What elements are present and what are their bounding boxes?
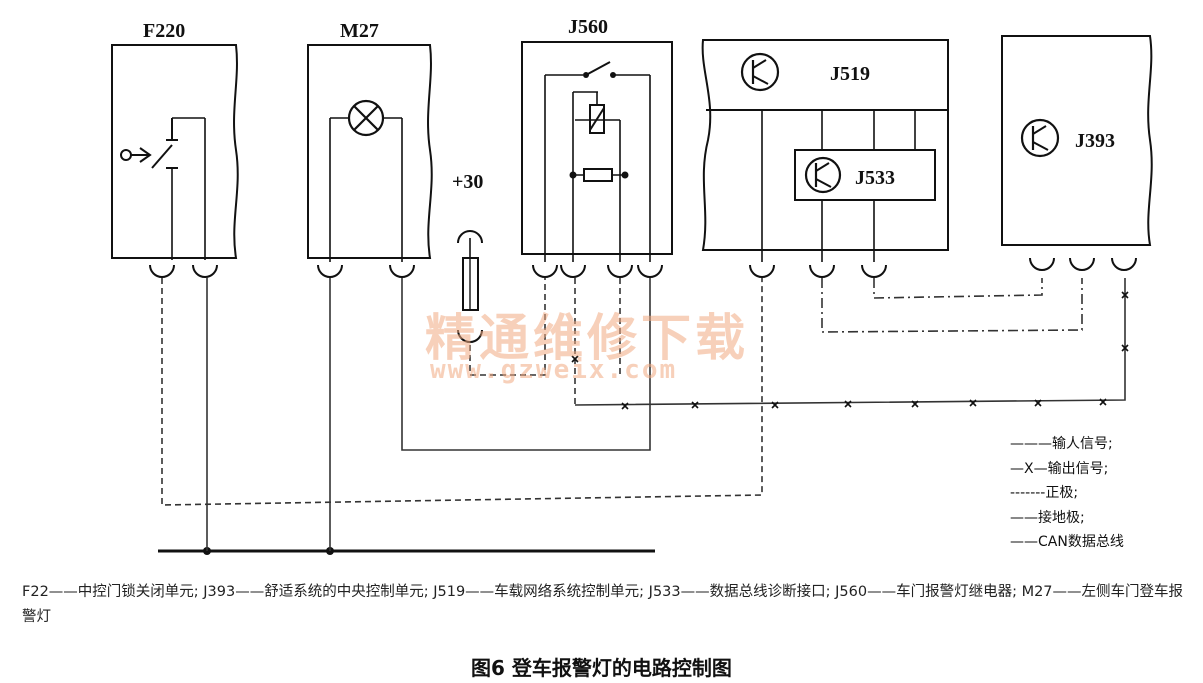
- caption: F22——中控门锁关闭单元; J393——舒适系统的中央控制单元; J519——…: [22, 584, 1184, 625]
- j519-unit: [701, 39, 949, 262]
- f220-unit: [111, 44, 239, 260]
- circuit-diagram: F220 M27 J560 J519 J393 J533 +30: [111, 16, 1153, 555]
- j560-relay-unit: [521, 41, 673, 262]
- legend: ———输人信号; —X—输出信号; -------正极; ——接地极; ——CA…: [1010, 432, 1124, 555]
- label-j533: J533: [855, 167, 895, 189]
- figure-title: 图6 登车报警灯的电路控制图: [471, 656, 732, 680]
- output-signal-marks: [571, 291, 1129, 410]
- fuse: [457, 238, 483, 343]
- wiring: [158, 278, 1126, 555]
- legend-input-signal: ———输人信号;: [1010, 436, 1113, 452]
- watermark-url: www.gzweix.com: [430, 355, 678, 385]
- watermark-text: 精通维修下载: [425, 309, 749, 367]
- connectors: [149, 230, 1137, 278]
- label-plus30: +30: [452, 171, 483, 193]
- legend-output-signal: —X—输出信号;: [1010, 460, 1109, 477]
- m27-lamp-unit: [307, 44, 433, 262]
- label-j519: J519: [830, 63, 870, 85]
- legend-positive: -------正极;: [1010, 485, 1079, 501]
- label-j393: J393: [1075, 130, 1115, 152]
- legend-can-bus: ——CAN数据总线: [1010, 534, 1124, 550]
- label-m27: M27: [340, 20, 379, 42]
- legend-ground: ——接地极;: [1010, 509, 1085, 526]
- j393-unit: [1001, 35, 1153, 246]
- label-f220: F220: [143, 20, 185, 42]
- label-j560: J560: [568, 16, 608, 38]
